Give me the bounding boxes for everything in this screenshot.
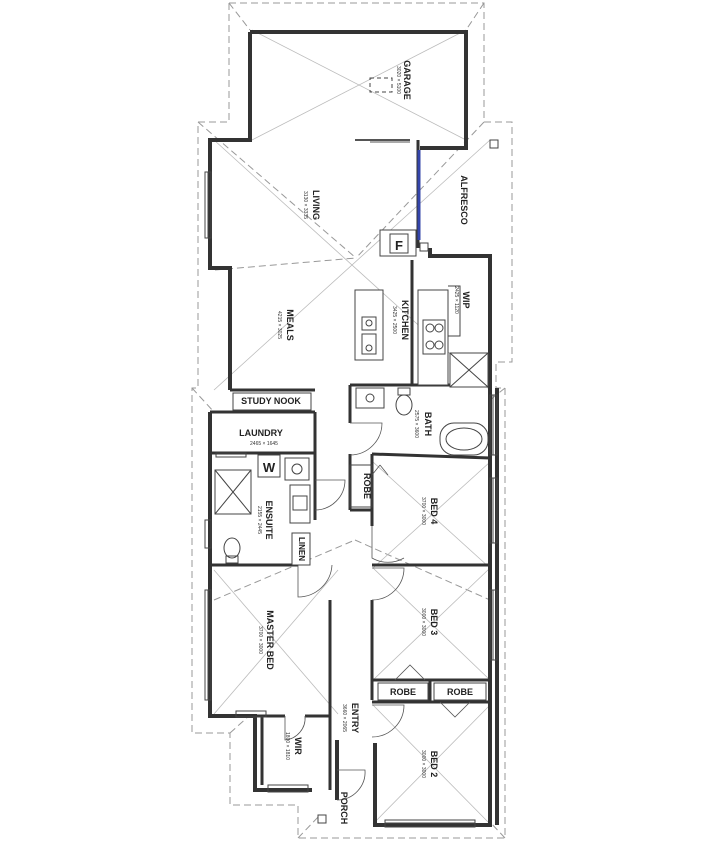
- kitchen-label: KITCHEN: [400, 300, 410, 340]
- living-label: LIVING: [311, 190, 321, 220]
- living-dims: 3130 × 3335: [302, 191, 308, 219]
- wir-label: WIR: [293, 737, 303, 755]
- entry-label: ENTRY: [350, 703, 360, 733]
- bed3-label: BED 3: [429, 609, 439, 636]
- ensuite-toilet: [223, 537, 241, 559]
- fridge-label: F: [395, 238, 403, 253]
- laundry-tub: [284, 457, 310, 481]
- internal-walls: [210, 140, 491, 790]
- meals-dims: 4215 × 3025: [276, 311, 282, 339]
- bed3-dims: 3000 × 3000: [420, 608, 426, 636]
- wip-dims: 2425 × 1120: [453, 286, 459, 314]
- kitchen-island: [354, 289, 384, 361]
- robe-right-label: ROBE: [447, 687, 473, 697]
- entry-dims: 3660 × 2065: [341, 704, 347, 732]
- washer: [257, 454, 281, 478]
- fixtures: F W: [214, 77, 499, 824]
- ensuite-dims: 2155 × 2445: [256, 506, 262, 534]
- laundry-dims: 2465 × 1645: [250, 441, 278, 447]
- garage-label: GARAGE: [402, 60, 412, 100]
- linen-label: LINEN: [297, 537, 306, 561]
- wir-dims: 1800 × 1810: [284, 732, 290, 760]
- bath-dims: 2575 × 3600: [413, 410, 419, 438]
- ensuite-label: ENSUITE: [264, 500, 274, 539]
- washer-label: W: [263, 460, 276, 475]
- windows: [204, 150, 498, 828]
- room-labels: GARAGE 3020 × 5100 ALFRESCO LIVING 3130 …: [239, 60, 473, 824]
- master-bed-label: MASTER BED: [265, 610, 275, 670]
- alfresco-label: ALFRESCO: [459, 175, 469, 225]
- bed2-dims: 3000 × 3000: [420, 750, 426, 778]
- bed2-label: BED 2: [429, 751, 439, 778]
- bed4-dims: 3700 × 3000: [420, 497, 426, 525]
- robe-bed4-label: ROBE: [362, 473, 372, 499]
- porch-label: PORCH: [339, 792, 349, 825]
- bath-label: BATH: [423, 412, 433, 436]
- garage-dims: 3020 × 5100: [395, 66, 401, 94]
- robe-left-label: ROBE: [390, 687, 416, 697]
- bed4-label: BED 4: [429, 498, 439, 525]
- study-nook-label: STUDY NOOK: [241, 396, 301, 406]
- meals-label: MEALS: [285, 309, 295, 341]
- doors: [284, 139, 471, 801]
- master-bed-dims: 3700 × 3000: [257, 626, 263, 654]
- wip-label: WIP: [461, 292, 471, 309]
- toilet: [395, 394, 413, 416]
- kitchen-dims: 3425 × 2500: [391, 306, 397, 334]
- laundry-label: LAUNDRY: [239, 428, 283, 438]
